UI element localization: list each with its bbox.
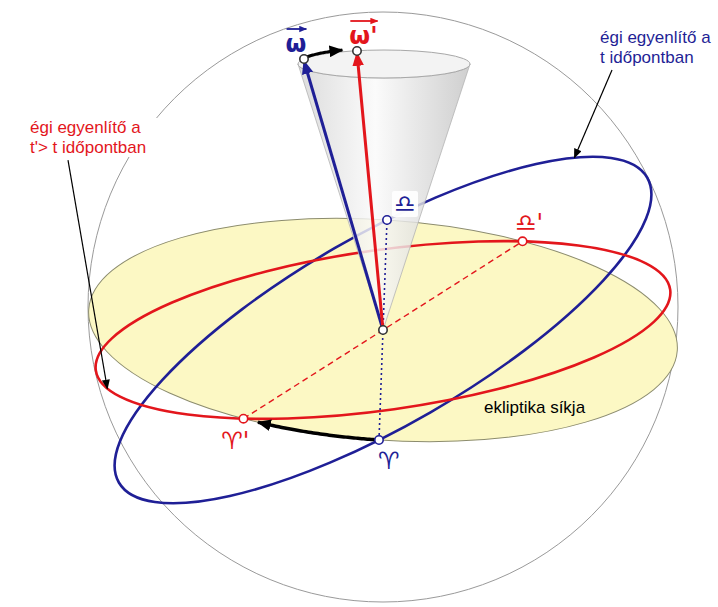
equinox-symbol: ♈ [376, 448, 402, 474]
vector-arrow [350, 20, 377, 22]
node-line [383, 220, 387, 330]
equator-label: égi egyenlítő a t időpontban [598, 28, 714, 67]
equinox-symbol: ♎' [513, 210, 545, 236]
precession-arrow [258, 422, 375, 439]
center-point [379, 326, 387, 334]
equinox-point [375, 436, 383, 444]
precession-cone [298, 64, 470, 330]
plane-label: ekliptika síkja [482, 398, 587, 418]
vector-label: ω [284, 25, 309, 63]
marks [68, 21, 612, 444]
cone-rim [298, 50, 470, 78]
vector-label: ω' [347, 17, 379, 55]
equinox-symbol: ♈' [219, 428, 251, 454]
rotation-vector [357, 53, 383, 330]
equinox-point [518, 237, 526, 245]
equinox-point [383, 216, 391, 224]
node-line [243, 241, 522, 418]
leader-arrow [574, 70, 612, 158]
equinox-point [239, 414, 247, 422]
vector-arrow [287, 28, 307, 30]
leader-arrow [68, 160, 107, 388]
equinox-symbol: ♎ [392, 191, 418, 217]
node-lines [243, 220, 522, 440]
equator-label: égi egyenlítő a t'> t időpontban [28, 118, 160, 157]
rim-arrow [305, 50, 342, 58]
node-line [379, 330, 383, 440]
